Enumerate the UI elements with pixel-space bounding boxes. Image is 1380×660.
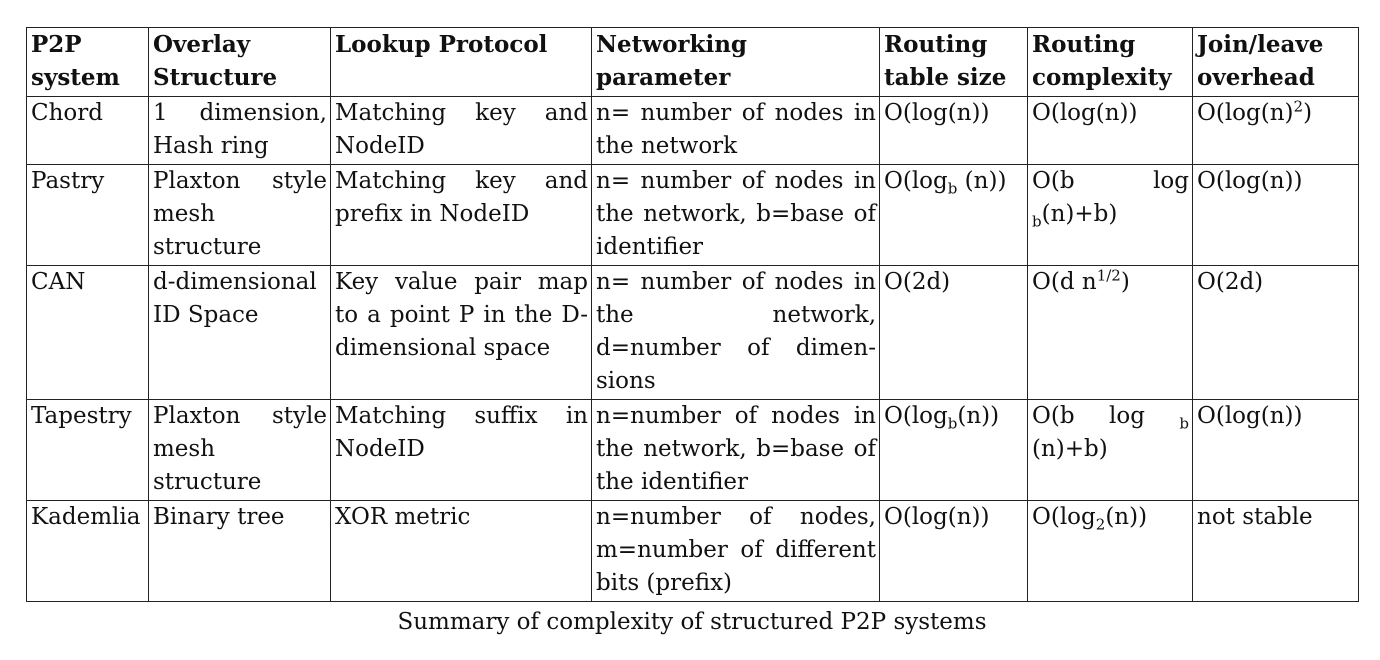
cell-overlay: Plaxton style mesh structure <box>148 164 331 266</box>
cell-overlay: 1 dimension, Hash ring <box>148 96 331 165</box>
complexity-table-container: P2P system Overlay Structure Lookup Prot… <box>26 27 1359 602</box>
cell-lookup: Matching key and NodeID <box>330 96 592 165</box>
cell-overhead: O(2d) <box>1192 265 1359 400</box>
table-caption: Summary of complexity of structured P2P … <box>397 609 987 635</box>
header-p2p-system: P2P system <box>26 27 149 97</box>
header-routing-complexity: Routing complexity <box>1027 27 1193 97</box>
header-networking-parameter: Networking parameter <box>591 27 880 97</box>
complexity-text: O(d n <box>1032 269 1097 295</box>
cell-table-size: O(logb (n)) <box>879 164 1028 266</box>
complexity-subscript: 2 <box>1095 515 1106 534</box>
complexity-text-end: (n)+b) <box>1041 201 1118 227</box>
cell-lookup: Key value pair map to a point P in the D… <box>330 265 592 400</box>
cell-overhead: O(log(n)) <box>1192 164 1359 266</box>
overhead-text-end: ) <box>1303 100 1313 126</box>
table-size-text: O(log <box>884 403 948 429</box>
cell-table-size: O(log(n)) <box>879 96 1028 165</box>
complexity-text-end: (n)+b) <box>1032 436 1108 462</box>
cell-complexity: O(b log b(n)+b) <box>1027 164 1193 266</box>
header-lookup-protocol: Lookup Protocol <box>330 27 592 97</box>
table-size-text-end: (n)) <box>957 403 1000 429</box>
cell-params: n= number of nodes in the network, b=bas… <box>591 164 880 266</box>
table-header-row: P2P system Overlay Structure Lookup Prot… <box>26 27 1359 97</box>
complexity-text: O(b log <box>1032 168 1189 194</box>
table-size-text-end: (n)) <box>957 168 1007 194</box>
table-size-subscript: b <box>947 414 958 433</box>
table-size-subscript: b <box>947 179 958 198</box>
overhead-superscript: 2 <box>1293 97 1304 116</box>
cell-overlay: Plaxton style mesh structure <box>148 399 331 501</box>
cell-overhead: not stable <box>1192 500 1359 602</box>
complexity-superscript: 1/2 <box>1096 266 1121 285</box>
cell-system: Pastry <box>26 164 149 266</box>
cell-complexity: O(d n1/2) <box>1027 265 1193 400</box>
complexity-subscript: b <box>1179 414 1189 433</box>
table-row-pastry: Pastry Plaxton style mesh structure Matc… <box>26 164 1359 266</box>
complexity-text-end: ) <box>1120 269 1130 295</box>
table-row-can: CAN d-dimensional ID Space Key value pai… <box>26 265 1359 400</box>
header-routing-table-size: Routing table size <box>879 27 1028 97</box>
cell-system: Chord <box>26 96 149 165</box>
cell-lookup: Matching suffix in NodeID <box>330 399 592 501</box>
cell-overlay: d-dimensional ID Space <box>148 265 331 400</box>
complexity-text: O(b log <box>1032 403 1180 429</box>
cell-complexity: O(log2(n)) <box>1027 500 1193 602</box>
cell-params: n= number of nodes in the network <box>591 96 880 165</box>
cell-params: n=number of nodes in the network, b=base… <box>591 399 880 501</box>
p2p-complexity-table: P2P system Overlay Structure Lookup Prot… <box>26 27 1359 602</box>
header-overlay-structure: Overlay Structure <box>148 27 331 97</box>
table-row-kademlia: Kademlia Binary tree XOR metric n=number… <box>26 500 1359 602</box>
cell-table-size: O(2d) <box>879 265 1028 400</box>
cell-params: n= number of nodes in the network, d=num… <box>591 265 880 400</box>
cell-overhead: O(log(n)) <box>1192 399 1359 501</box>
cell-lookup: XOR metric <box>330 500 592 602</box>
overhead-text: O(log(n) <box>1197 100 1294 126</box>
cell-overhead: O(log(n)2) <box>1192 96 1359 165</box>
cell-complexity: O(b log b (n)+b) <box>1027 399 1193 501</box>
cell-system: CAN <box>26 265 149 400</box>
table-size-text: O(log <box>884 168 948 194</box>
cell-params: n=number of nodes, m=number of different… <box>591 500 880 602</box>
cell-system: Kademlia <box>26 500 149 602</box>
complexity-subscript: b <box>1032 212 1042 231</box>
cell-complexity: O(log(n)) <box>1027 96 1193 165</box>
header-join-leave-overhead: Join/leave overhead <box>1192 27 1359 97</box>
cell-system: Tapestry <box>26 399 149 501</box>
table-row-chord: Chord 1 dimension, Hash ring Matching ke… <box>26 96 1359 165</box>
cell-lookup: Matching key and prefix in NodeID <box>330 164 592 266</box>
complexity-text: O(log <box>1032 504 1096 530</box>
cell-table-size: O(logb(n)) <box>879 399 1028 501</box>
cell-overlay: Binary tree <box>148 500 331 602</box>
cell-table-size: O(log(n)) <box>879 500 1028 602</box>
complexity-text-end: (n)) <box>1105 504 1148 530</box>
table-row-tapestry: Tapestry Plaxton style mesh structure Ma… <box>26 399 1359 501</box>
